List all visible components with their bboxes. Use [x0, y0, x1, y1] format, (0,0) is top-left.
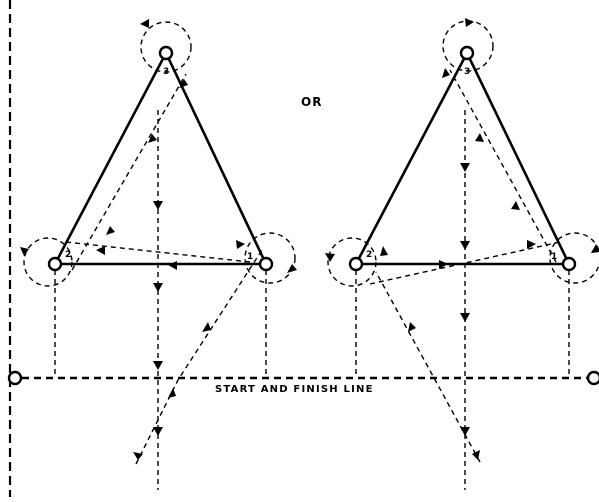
left-arrow	[96, 246, 105, 255]
left-arrow	[202, 322, 211, 332]
left-arrow	[168, 261, 177, 270]
right-arrow	[460, 427, 470, 436]
left-arrow	[153, 283, 163, 292]
right-arrow	[460, 241, 470, 250]
left-triangle	[52, 50, 269, 266]
right-arrow	[591, 244, 599, 253]
left-arrow	[153, 201, 163, 210]
right-rounding-2	[327, 237, 377, 287]
left-path-1-to-2	[65, 241, 251, 263]
right-label-1: 1	[551, 252, 557, 262]
left-arrow	[106, 226, 115, 235]
right-label-3: 3	[464, 67, 470, 77]
left-label-3: 3	[163, 67, 169, 77]
right-triangle	[353, 50, 572, 266]
left-arrow	[236, 240, 245, 249]
left-label-1: 1	[247, 252, 253, 262]
right-path-2-to-1	[369, 241, 561, 285]
right-arrow	[460, 163, 470, 172]
left-arrow	[153, 361, 163, 370]
right-arrow	[511, 201, 520, 210]
right-arrow	[439, 260, 448, 269]
left-arrow	[20, 247, 29, 256]
right-arrow	[460, 313, 470, 322]
right-arrow	[527, 240, 536, 249]
right-arrow	[475, 133, 484, 142]
right-arrow	[408, 322, 416, 332]
left-arrow	[153, 427, 163, 436]
left-rounding-3	[140, 21, 192, 73]
left-course: 3 2 1	[20, 19, 297, 490]
right-course: 3 2 1	[325, 18, 599, 490]
right-mark-3	[459, 45, 475, 61]
right-mark-2	[348, 256, 364, 272]
right-arrow	[472, 450, 480, 460]
right-mark-1	[561, 256, 577, 272]
right-path-1-to-3	[449, 69, 557, 263]
start-marker-left	[7, 370, 23, 386]
left-path-2-to-3	[71, 73, 187, 271]
or-label: OR	[301, 95, 322, 109]
right-arrow	[465, 18, 474, 27]
start-finish-label: START AND FINISH LINE	[215, 384, 374, 395]
left-rounding-2	[23, 237, 73, 287]
right-label-2: 2	[366, 250, 372, 260]
right-arrow	[325, 253, 335, 262]
right-rounding-1	[549, 232, 599, 284]
left-arrow	[168, 388, 176, 398]
left-arrow	[133, 452, 143, 460]
start-marker-right	[586, 370, 599, 386]
left-arrow	[140, 19, 149, 28]
left-rounding-1	[244, 232, 296, 284]
left-path-start-to-1	[135, 249, 263, 465]
left-mark-3	[158, 45, 174, 61]
right-arrow	[442, 68, 450, 78]
left-label-2: 2	[65, 250, 71, 260]
left-arrow	[148, 134, 157, 143]
left-arrow	[179, 79, 188, 88]
left-arrow	[287, 264, 297, 273]
right-arrow	[380, 246, 388, 256]
left-mark-1	[258, 256, 274, 272]
left-mark-2	[47, 256, 63, 272]
